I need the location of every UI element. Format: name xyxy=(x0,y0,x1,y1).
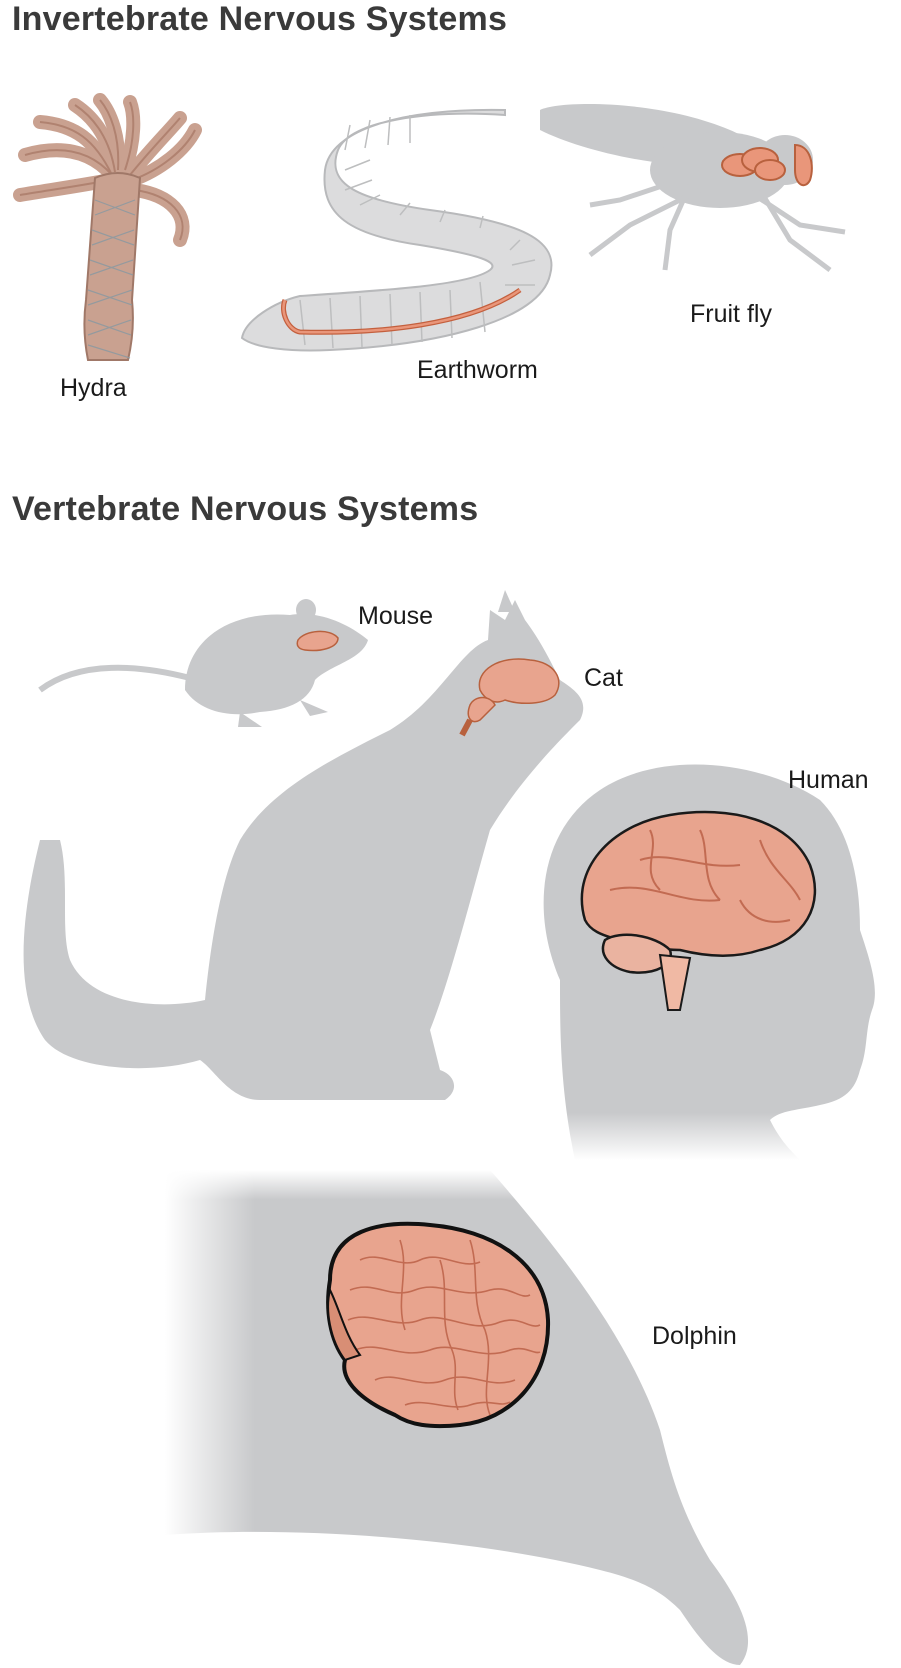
hydra-illustration xyxy=(13,93,202,361)
cat-brain xyxy=(459,658,560,737)
earthworm-illustration xyxy=(240,108,553,352)
human-label: Human xyxy=(788,766,869,794)
hydra-label: Hydra xyxy=(60,374,127,402)
mouse-label: Mouse xyxy=(358,602,434,630)
fruit-fly-label: Fruit fly xyxy=(690,300,772,328)
earthworm-label: Earthworm xyxy=(417,356,538,384)
dolphin-brain xyxy=(326,1221,551,1429)
fruit-fly-brain xyxy=(721,143,813,187)
vertebrate-section-title: Vertebrate Nervous Systems xyxy=(12,490,479,528)
dolphin-label: Dolphin xyxy=(652,1322,737,1350)
mouse-brain xyxy=(296,630,339,652)
mouse-illustration xyxy=(38,599,368,727)
cat-label: Cat xyxy=(584,664,623,692)
invertebrate-section-title: Invertebrate Nervous Systems xyxy=(12,0,508,38)
dolphin-illustration xyxy=(165,1170,749,1665)
human-brain xyxy=(580,810,817,1011)
fruit-fly-illustration xyxy=(540,104,846,272)
human-illustration xyxy=(543,764,875,1160)
cat-illustration xyxy=(23,590,584,1100)
